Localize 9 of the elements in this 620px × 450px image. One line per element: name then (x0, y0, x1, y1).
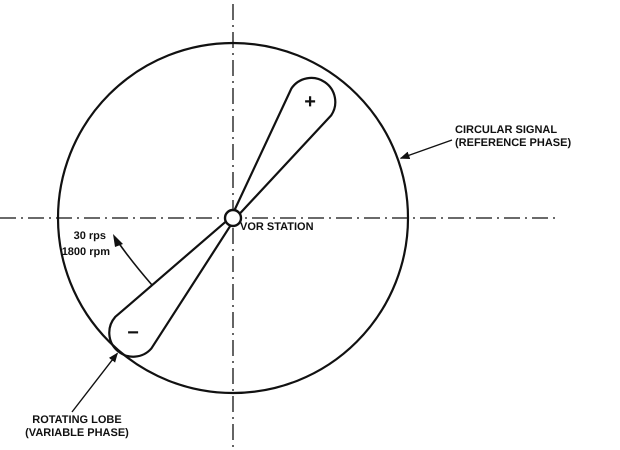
callout-text: CIRCULAR SIGNAL (REFERENCE PHASE) (455, 124, 572, 150)
minus-sign: − (127, 322, 139, 343)
rotation-rate-label: 1800 rpm (62, 246, 110, 259)
plus-sign: + (304, 92, 316, 112)
callout-text: ROTATING LOBE (VARIABLE PHASE) (24, 414, 130, 440)
station-label: VOR STATION (240, 221, 314, 234)
leader-line (400, 139, 452, 159)
rotation-rate-label: 30 rps (74, 230, 106, 243)
leader-line (71, 352, 118, 412)
